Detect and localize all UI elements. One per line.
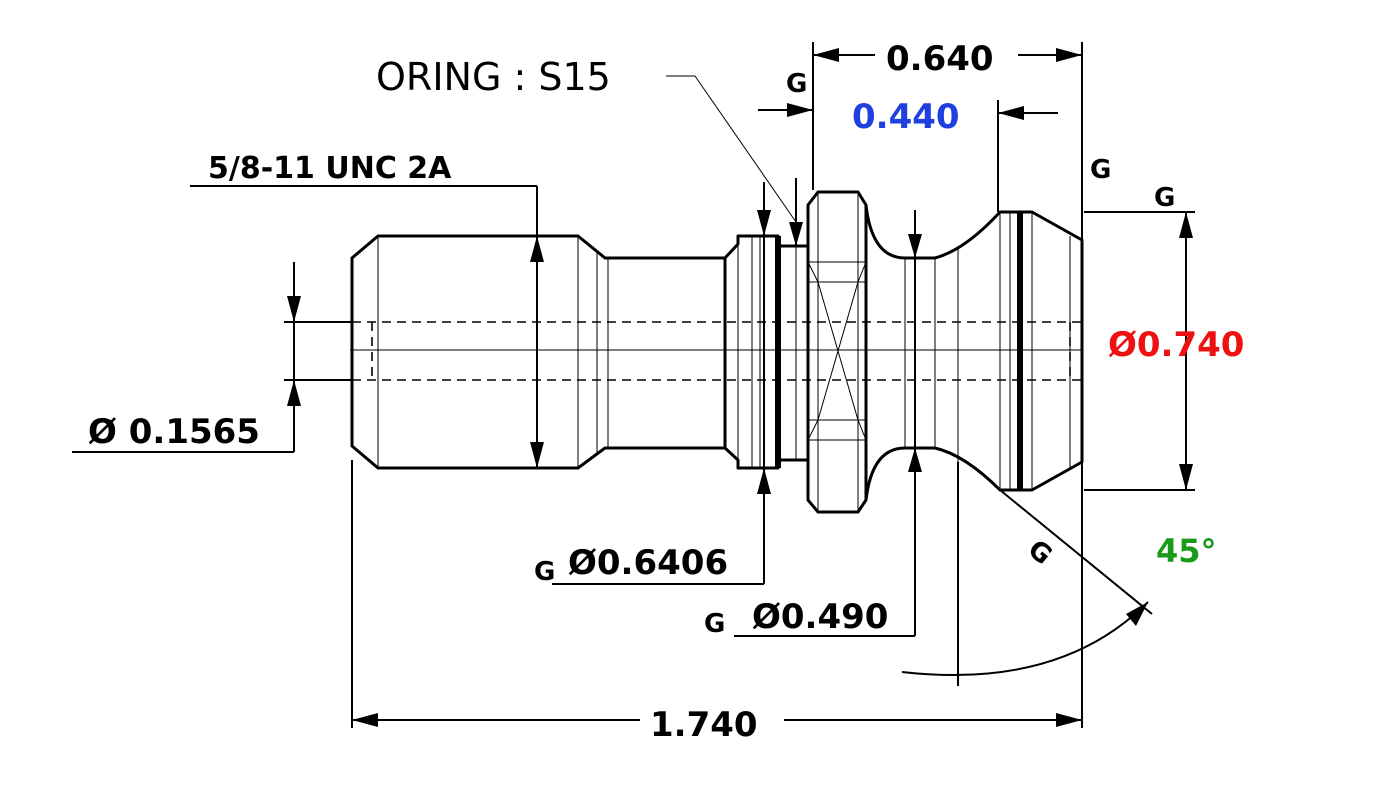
collar-offset-dimension: G [758,69,813,117]
angle-dimension: 45° G [901,462,1217,686]
grind-mark: G [1022,534,1058,571]
bore-dimension: Ø 0.1565 [72,262,352,453]
threaded-shank [350,234,727,470]
head-dia-dimension: Ø0.740 G G [1084,155,1244,491]
head-length-dimension: 0.440 [852,97,1058,212]
neck-dia-label: Ø0.490 [752,597,888,637]
oring-callout: ORING : S15 [376,55,803,246]
angle-label: 45° [1156,532,1217,570]
thread-label: 5/8-11 UNC 2A [208,151,452,186]
bore-dia-label: Ø 0.1565 [88,412,260,452]
grind-mark: G [534,557,555,587]
part-outline [350,190,1084,514]
grind-mark: G [1154,183,1175,213]
grind-mark: G [1090,155,1111,185]
overall-len-label: 1.740 [650,705,758,745]
hex-flange [806,190,868,514]
head-dia-label: Ø0.740 [1108,325,1244,365]
neck-and-head [864,204,1084,501]
head-len-label: 0.440 [852,97,960,137]
overall-length-dimension: 1.740 [351,460,1082,745]
neck-dimension: Ø0.490 G [704,210,922,639]
groove-dia-label: Ø0.6406 [568,543,728,583]
groove-dimension: Ø0.6406 G [534,182,771,587]
top-length-dimension: 0.640 [812,39,1083,728]
grind-mark: G [786,69,807,99]
thread-dimension: 5/8-11 UNC 2A [190,151,544,468]
grind-mark: G [704,609,725,639]
top-len-label: 0.640 [886,39,994,79]
center-bore [350,321,1082,381]
oring-label: ORING : S15 [376,55,611,99]
